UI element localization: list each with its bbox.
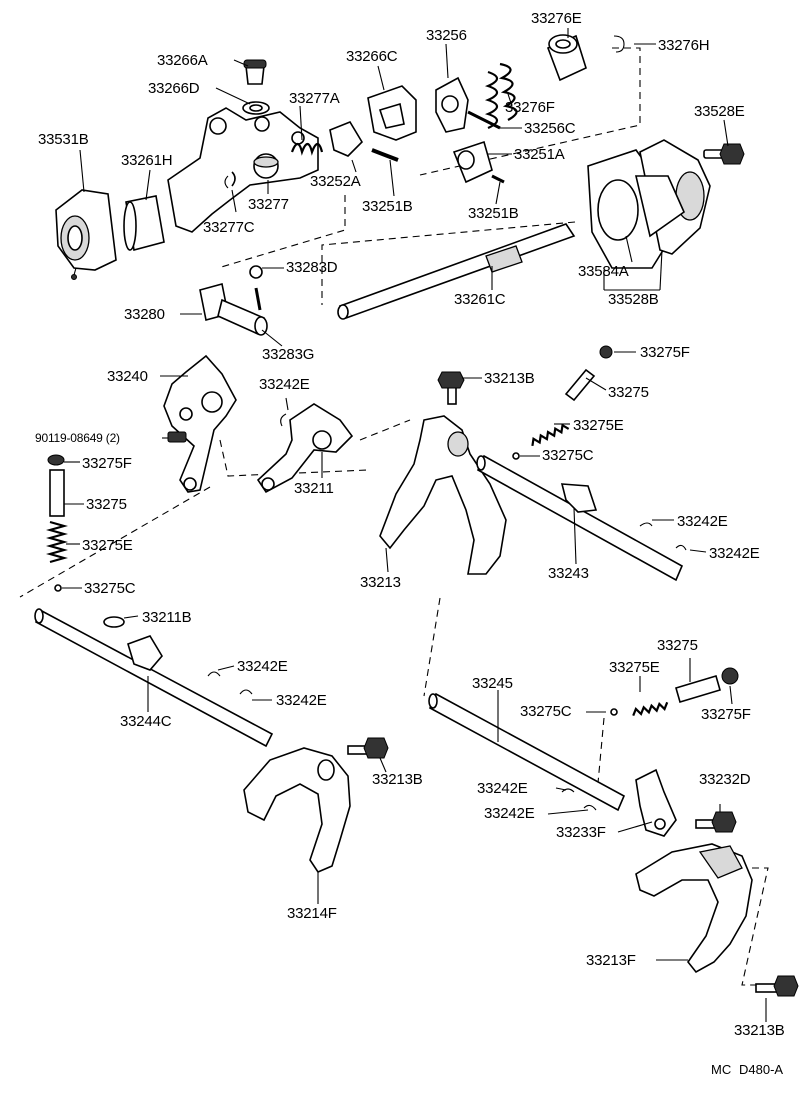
callout-33242E-c: 33242E	[709, 545, 760, 562]
callout-33275-mid: 33275	[657, 637, 698, 654]
callout-33256C: 33256C	[524, 120, 576, 137]
callout-33242E-a: 33242E	[259, 376, 310, 393]
shaft-33245	[428, 667, 739, 812]
callout-33213B-top: 33213B	[484, 370, 535, 387]
callout-33252A: 33252A	[310, 173, 361, 190]
callout-33266D: 33266D	[148, 80, 200, 97]
callout-33277A: 33277A	[289, 90, 340, 107]
callout-33266C: 33266C	[346, 48, 398, 65]
callout-33261H: 33261H	[121, 152, 173, 169]
callout-33251B-lower: 33251B	[468, 205, 519, 222]
callout-33242E-d: 33242E	[237, 658, 288, 675]
callout-33261C: 33261C	[454, 291, 506, 308]
callout-33280: 33280	[124, 306, 165, 323]
leader-lines	[62, 28, 767, 1022]
callout-33244C: 33244C	[120, 713, 172, 730]
callout-33214F: 33214F	[287, 905, 337, 922]
callout-33275F-mid: 33275F	[701, 706, 751, 723]
callout-33277C: 33277C	[203, 219, 255, 236]
callout-33240: 33240	[107, 368, 148, 385]
callout-33211: 33211	[294, 480, 334, 497]
callout-33283G: 33283G	[262, 346, 315, 363]
shaft-33244C	[34, 608, 274, 748]
figure-prefix: MC	[711, 1062, 732, 1077]
callout-33531B: 33531B	[38, 131, 89, 148]
lever-33211	[256, 403, 354, 494]
lever-33240	[163, 354, 237, 493]
fork-33214F	[243, 737, 389, 873]
callout-33528E: 33528E	[694, 103, 745, 120]
shaft-33261C	[337, 223, 576, 320]
bolts-90119	[167, 431, 187, 443]
callout-33275C-mid: 33275C	[520, 703, 572, 720]
callout-33245: 33245	[472, 675, 513, 692]
fork-33213F	[635, 843, 799, 997]
callout-33242E-g: 33242E	[484, 805, 535, 822]
callout-33276H: 33276H	[658, 37, 710, 54]
callout-90119-08649: 90119-08649 (2)	[35, 431, 120, 445]
callout-33251B-upper: 33251B	[362, 198, 413, 215]
callout-33275E-left: 33275E	[82, 537, 133, 554]
callout-33275C-top: 33275C	[542, 447, 594, 464]
callout-33275E-top: 33275E	[573, 417, 624, 434]
callout-33528B: 33528B	[608, 291, 659, 308]
fork-33213	[379, 415, 507, 575]
callout-33242E-b: 33242E	[677, 513, 728, 530]
shift-inner-lever-group	[199, 265, 268, 336]
assembly-dashed-lines	[19, 47, 769, 986]
callout-33275C-left: 33275C	[84, 580, 136, 597]
extension-housing-group	[55, 34, 625, 280]
callout-33232D: 33232D	[699, 771, 751, 788]
detent-group-left	[45, 454, 69, 592]
callout-33276E: 33276E	[531, 10, 582, 27]
callout-33242E-e: 33242E	[276, 692, 327, 709]
callout-33275-left: 33275	[86, 496, 127, 513]
callout-33251A: 33251A	[514, 146, 565, 163]
callout-33277: 33277	[248, 196, 289, 213]
callout-33276F: 33276F	[505, 99, 555, 116]
callout-33275-top: 33275	[608, 384, 649, 401]
callout-33275F-left: 33275F	[82, 455, 132, 472]
callout-33211B: 33211B	[142, 609, 192, 626]
callout-33233F: 33233F	[556, 824, 606, 841]
callout-33243: 33243	[548, 565, 589, 582]
callout-33275E-mid: 33275E	[609, 659, 660, 676]
callout-33242E-f: 33242E	[477, 780, 528, 797]
callout-33283D: 33283D	[286, 259, 338, 276]
detent-group-right	[437, 345, 613, 460]
callout-33275F-top: 33275F	[640, 344, 690, 361]
callout-33213B-mid: 33213B	[372, 771, 423, 788]
callout-33256: 33256	[426, 27, 467, 44]
lever-33233F	[635, 768, 737, 837]
shaft-33243	[476, 454, 687, 582]
cover-group	[587, 139, 745, 269]
callout-33213: 33213	[360, 574, 401, 591]
callout-33584A: 33584A	[578, 263, 629, 280]
figure-code: D480-A	[739, 1062, 784, 1077]
callout-33266A: 33266A	[157, 52, 208, 69]
callout-33213F: 33213F	[586, 952, 636, 969]
callout-33213B-bottom: 33213B	[734, 1022, 785, 1039]
